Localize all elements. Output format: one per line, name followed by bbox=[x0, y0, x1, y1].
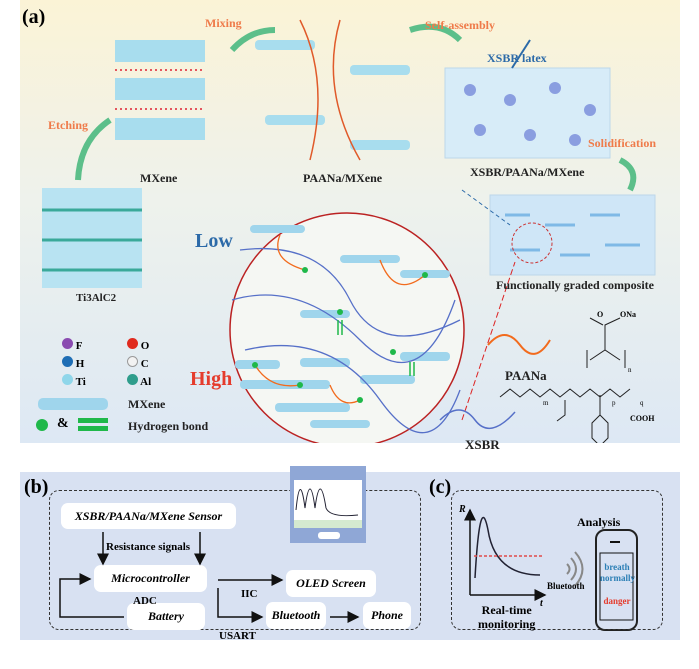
chem-ona: ONa bbox=[620, 310, 636, 319]
panel-a-artwork bbox=[36, 19, 656, 443]
panel-a-label: (a) bbox=[22, 6, 46, 28]
panel-c-label: (c) bbox=[429, 476, 452, 498]
oled-box: OLED Screen bbox=[286, 570, 376, 597]
hbond-legend-label: Hydrogen bond bbox=[128, 419, 209, 433]
sensor-box: XSBR/PAANa/MXene Sensor bbox=[61, 503, 236, 529]
high-label: High bbox=[190, 368, 233, 390]
atom-legend: F O H C Ti Al bbox=[62, 338, 187, 388]
xsbr-paana-mxene-label: XSBR/PAANa/MXene bbox=[470, 165, 585, 179]
phone-box: Phone bbox=[363, 602, 411, 629]
paana-structure bbox=[586, 317, 626, 368]
step-solidification: Solidification bbox=[588, 136, 657, 150]
oled-device-icon bbox=[290, 466, 366, 543]
panel-bc-arrows bbox=[59, 466, 638, 631]
xsbr-label: XSBR bbox=[465, 437, 500, 452]
graded-composite-block bbox=[489, 194, 656, 276]
mxene-legend-swatch bbox=[38, 398, 108, 410]
analysis-label: Analysis bbox=[577, 515, 621, 529]
usart-label: USART bbox=[219, 630, 256, 642]
battery-box: Battery bbox=[127, 603, 205, 630]
mcu-box: Microcontroller bbox=[94, 565, 207, 592]
bluetooth-box: Bluetooth bbox=[266, 602, 326, 629]
mxene-label: MXene bbox=[140, 171, 178, 185]
hbond-dot bbox=[36, 419, 48, 431]
adc-label: ADC bbox=[133, 595, 157, 607]
mxene-stack bbox=[115, 40, 205, 140]
step-mixing: Mixing bbox=[205, 16, 242, 30]
process-arrows bbox=[75, 23, 637, 192]
xsbr-structure bbox=[499, 388, 631, 443]
chem-n: n bbox=[628, 366, 632, 374]
xsbr-latex-label: XSBR latex bbox=[487, 51, 547, 65]
resistance-label: Resistance signals bbox=[106, 541, 191, 553]
atom-f-icon bbox=[62, 338, 73, 349]
axis-t: t bbox=[540, 598, 543, 609]
chem-q: q bbox=[640, 399, 644, 407]
panel-b-label: (b) bbox=[24, 476, 49, 498]
atom-c-icon bbox=[127, 356, 138, 367]
panel-c-frame bbox=[451, 490, 663, 630]
iic-label: IIC bbox=[241, 588, 258, 600]
xsbr-latex-block bbox=[444, 39, 611, 159]
paana-mxene-label: PAANa/MXene bbox=[303, 171, 383, 185]
monitoring-label: Real-time monitoring bbox=[478, 603, 536, 631]
step-self-assembly: Self-assembly bbox=[425, 18, 495, 32]
axis-r: R bbox=[459, 504, 466, 515]
screen-normal: breath normally bbox=[600, 562, 635, 583]
atom-h-icon bbox=[62, 356, 73, 367]
mxene-legend-label: MXene bbox=[128, 397, 166, 411]
hbond-amp: & bbox=[57, 416, 69, 431]
ti3alc2-stack bbox=[42, 188, 142, 288]
ti3alc2-label: Ti3AlC2 bbox=[76, 292, 117, 304]
chem-p: p bbox=[612, 399, 616, 407]
bluetooth-label: Bluetooth bbox=[547, 581, 585, 591]
panel-b-frame bbox=[49, 490, 421, 630]
paana-chain bbox=[487, 334, 551, 355]
chem-m: m bbox=[543, 399, 549, 407]
paana-label: PAANa bbox=[505, 368, 547, 383]
rt-chart bbox=[464, 508, 638, 631]
atom-o-icon bbox=[127, 338, 138, 349]
step-etching: Etching bbox=[48, 118, 89, 132]
xsbr-chain bbox=[439, 409, 516, 429]
magnified-network bbox=[229, 189, 516, 443]
chem-cooh: COOH bbox=[630, 414, 655, 423]
low-label: Low bbox=[195, 230, 233, 252]
chem-o: O bbox=[597, 310, 604, 319]
atom-ti-icon bbox=[62, 374, 73, 385]
atom-al-icon bbox=[127, 374, 138, 385]
graded-composite-label: Functionally graded composite bbox=[496, 278, 654, 292]
screen-danger: danger bbox=[603, 596, 631, 606]
paana-mxene-art bbox=[255, 19, 410, 161]
